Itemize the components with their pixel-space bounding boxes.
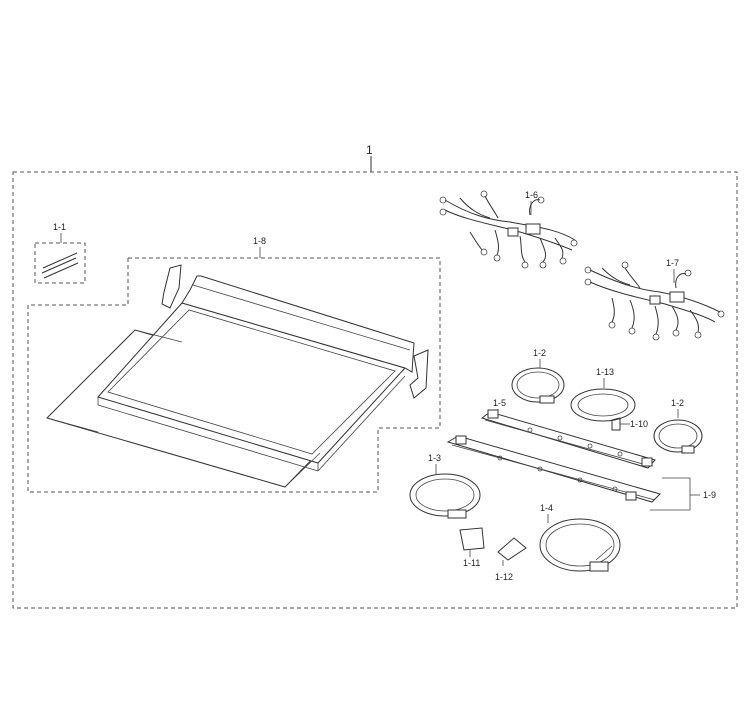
part-1-11-small-bracket: 1-11 — [459, 527, 485, 568]
label-1-10: 1-10 — [630, 419, 648, 429]
part-1-5-bracket-upper: 1-5 — [480, 398, 656, 469]
part-1-2-element-upper: 1-2 — [511, 348, 565, 404]
part-1-2-element-right: 1-2 — [653, 398, 703, 454]
label-1-13: 1-13 — [596, 367, 614, 377]
part-1-10-clip: 1-10 — [611, 417, 648, 431]
part-1-8-cooktop: 1-8 — [27, 236, 441, 493]
part-1-4-element-large: 1-4 — [539, 503, 621, 572]
label-1-3: 1-3 — [428, 453, 441, 463]
label-1-7: 1-7 — [666, 258, 679, 268]
part-1-1-screws: 1-1 — [34, 222, 86, 284]
part-1-6-wire-harness: 1-6 — [439, 190, 578, 269]
part-1-9-bracket-lower — [446, 435, 661, 503]
assembly-boundary: 1 — [12, 143, 738, 609]
label-1-9: 1-9 — [703, 490, 716, 500]
label-1-12: 1-12 — [495, 572, 513, 582]
label-1-6: 1-6 — [525, 190, 538, 200]
label-1-11: 1-11 — [463, 558, 480, 568]
callout-1-9: 1-9 — [650, 477, 716, 511]
label-1-1: 1-1 — [53, 222, 66, 232]
part-1-13-ring: 1-13 — [570, 367, 636, 422]
label-1-8: 1-8 — [253, 236, 266, 246]
label-1-4: 1-4 — [540, 503, 553, 513]
label-1-2-upper: 1-2 — [533, 348, 546, 358]
part-1-3-element: 1-3 — [409, 453, 481, 519]
label-1-5: 1-5 — [493, 398, 506, 408]
label-assembly: 1 — [366, 143, 373, 157]
label-1-2-right: 1-2 — [671, 398, 684, 408]
part-1-7-wire-harness: 1-7 — [584, 258, 725, 341]
part-1-12-small-bracket: 1-12 — [495, 537, 527, 582]
